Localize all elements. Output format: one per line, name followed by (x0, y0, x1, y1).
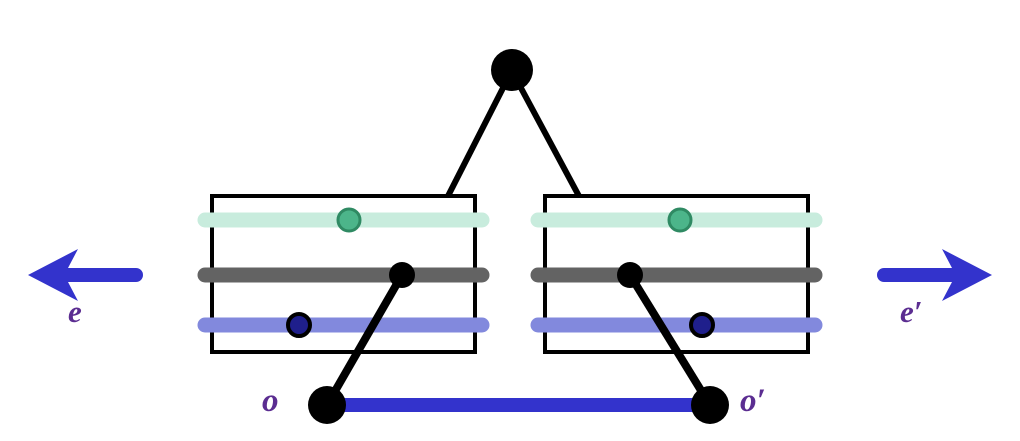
left-worldline (323, 273, 406, 407)
apex-to-left-frame (444, 86, 506, 200)
left-arrow-shape (28, 249, 143, 301)
label-e: e (68, 294, 82, 329)
right-frame-green-node (667, 207, 693, 233)
left-frame-green-node (336, 207, 362, 233)
origin-node-o-prime (691, 386, 729, 424)
label-o-prime: o′ (740, 383, 766, 419)
right-arrow (877, 249, 992, 301)
apex-to-right-frame (518, 86, 583, 200)
right-arrow-shape (877, 249, 992, 301)
right-worldline (626, 272, 714, 408)
apex-node (491, 49, 533, 91)
label-e-prime: e′ (900, 294, 923, 329)
left-frame-black-node (389, 262, 415, 288)
origin-node-o (308, 386, 346, 424)
right-frame-navy-node (689, 312, 715, 338)
right-frame-black-node (617, 262, 643, 288)
label-o: o (262, 383, 279, 419)
left-frame-navy-node (286, 312, 312, 338)
left-arrow (28, 249, 143, 301)
